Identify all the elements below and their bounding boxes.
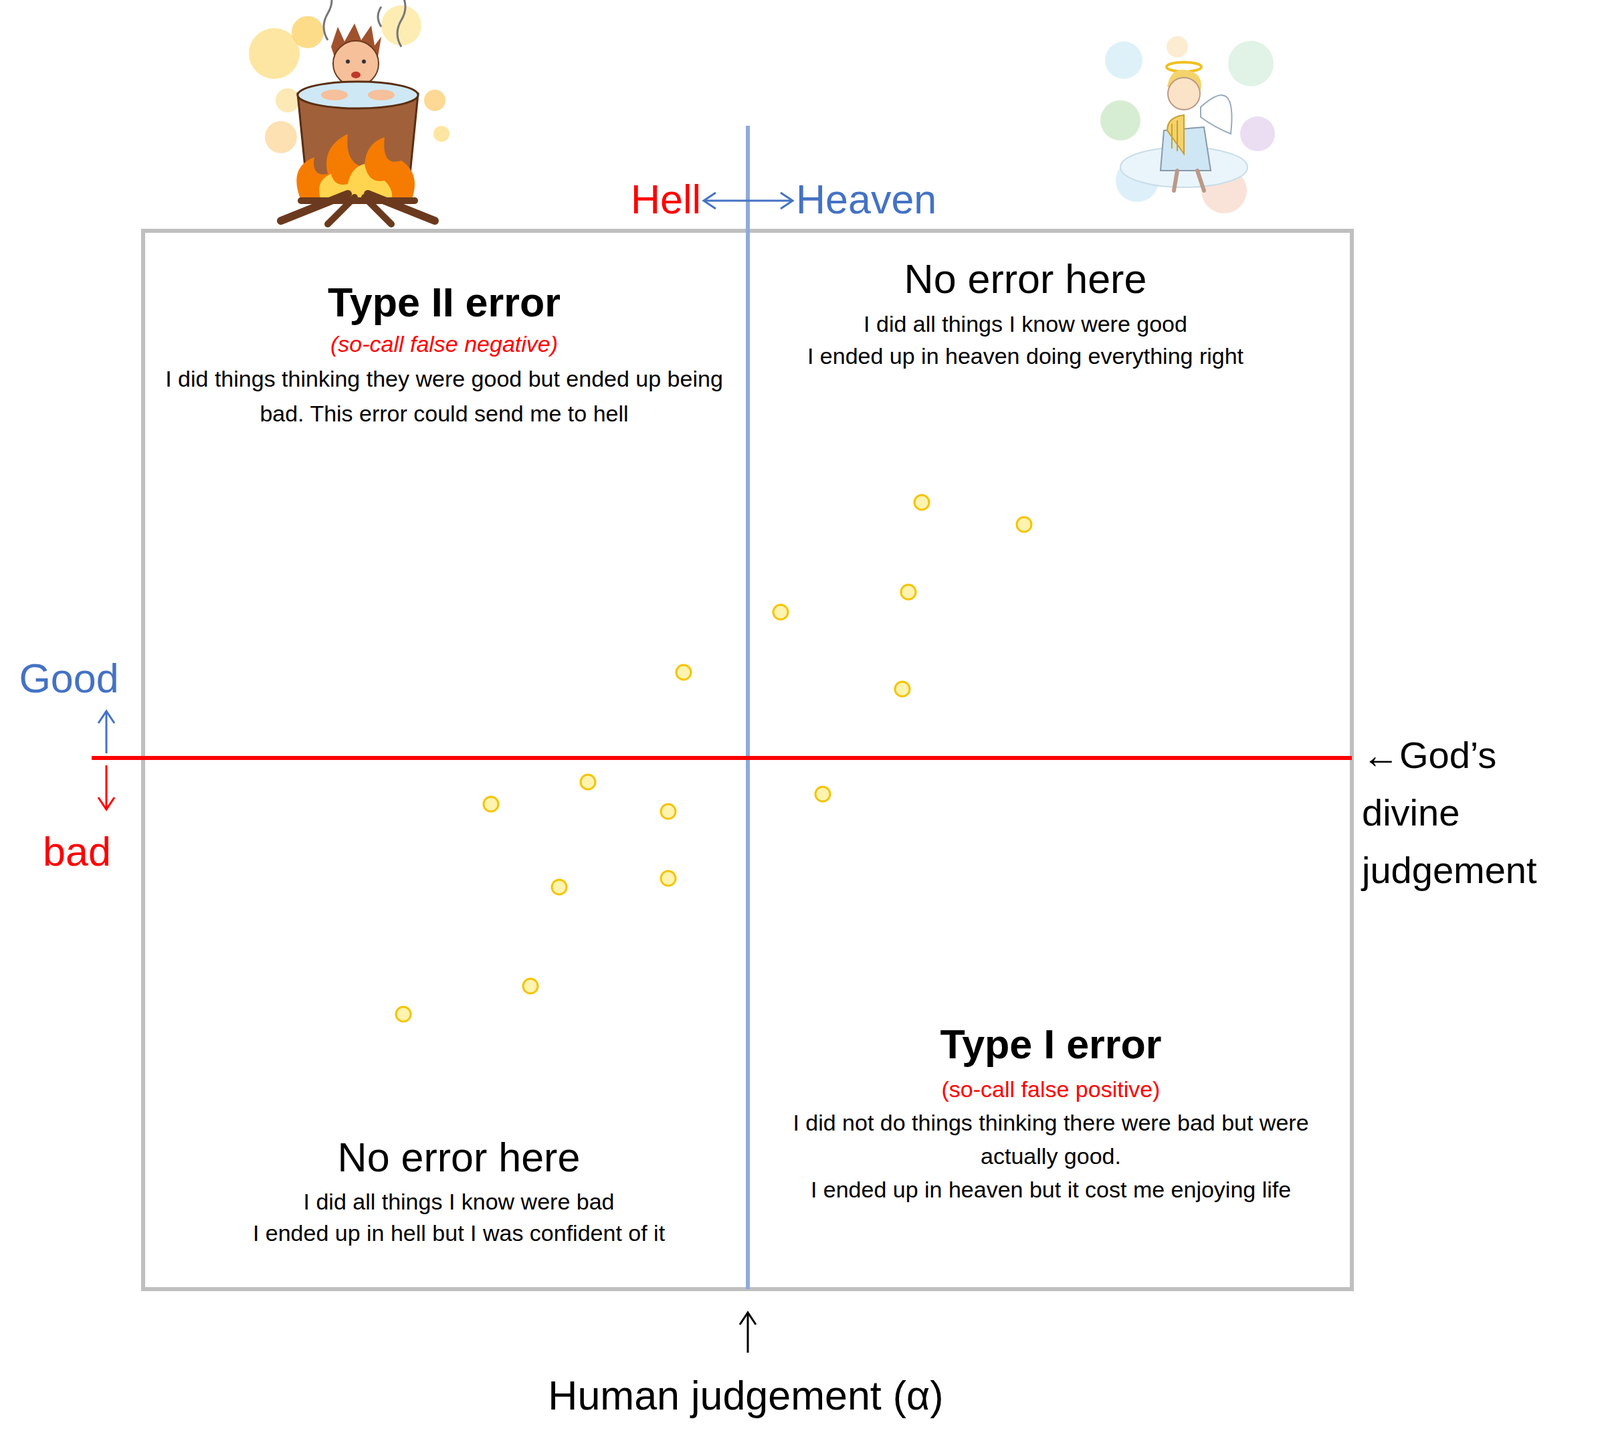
quadrant-description: I ended up in heaven doing everything ri… xyxy=(807,339,1244,372)
quadrant-region: Type II error(so-call false negative)I d… xyxy=(156,278,732,431)
axis-label: Human judgement (α) xyxy=(478,1371,1014,1421)
hell-illustration xyxy=(248,0,450,225)
error-subtitle: (so-call false positive) xyxy=(941,1072,1161,1106)
quadrant-description: I ended up in hell but I was confident o… xyxy=(252,1217,665,1249)
quadrant-description: I did all things I know were bad xyxy=(303,1185,615,1218)
quadrant-region: No error hereI did all things I know wer… xyxy=(191,1133,727,1249)
human-axis xyxy=(745,125,750,1289)
good-label: Good xyxy=(12,654,126,704)
axis-label: ←God’s divine judgement xyxy=(1361,726,1593,899)
data-points xyxy=(395,494,1032,1022)
heaven-label: Heaven xyxy=(795,175,970,225)
bad-label: bad xyxy=(26,827,128,877)
quadrant-description: I did not do things thinking there were … xyxy=(763,1105,1339,1173)
quadrant-heading: No error here xyxy=(337,1133,581,1182)
error-heading: Type I error xyxy=(939,1020,1162,1069)
quadrant-region: Type I error(so-call false positive)I di… xyxy=(763,1020,1339,1207)
error-subtitle: (so-call false negative) xyxy=(330,326,558,362)
up-arrow xyxy=(98,711,115,754)
quadrant-description: I ended up in heaven but it cost me enjo… xyxy=(810,1172,1291,1207)
error-heading: Type II error xyxy=(327,278,561,327)
quadrant-description: I did things thinking they were good but… xyxy=(156,361,732,431)
quadrant-region: No error hereI did all things I know wer… xyxy=(757,254,1293,372)
hell-label: Hell xyxy=(622,175,702,225)
down-arrow xyxy=(98,765,115,810)
quadrant-description: I did all things I know were good xyxy=(863,307,1188,340)
up-arrow xyxy=(739,1312,756,1353)
divine-axis xyxy=(91,755,1352,760)
heaven-illustration xyxy=(1100,36,1275,214)
quadrant-heading: No error here xyxy=(904,254,1148,304)
double-arrow xyxy=(703,192,793,209)
